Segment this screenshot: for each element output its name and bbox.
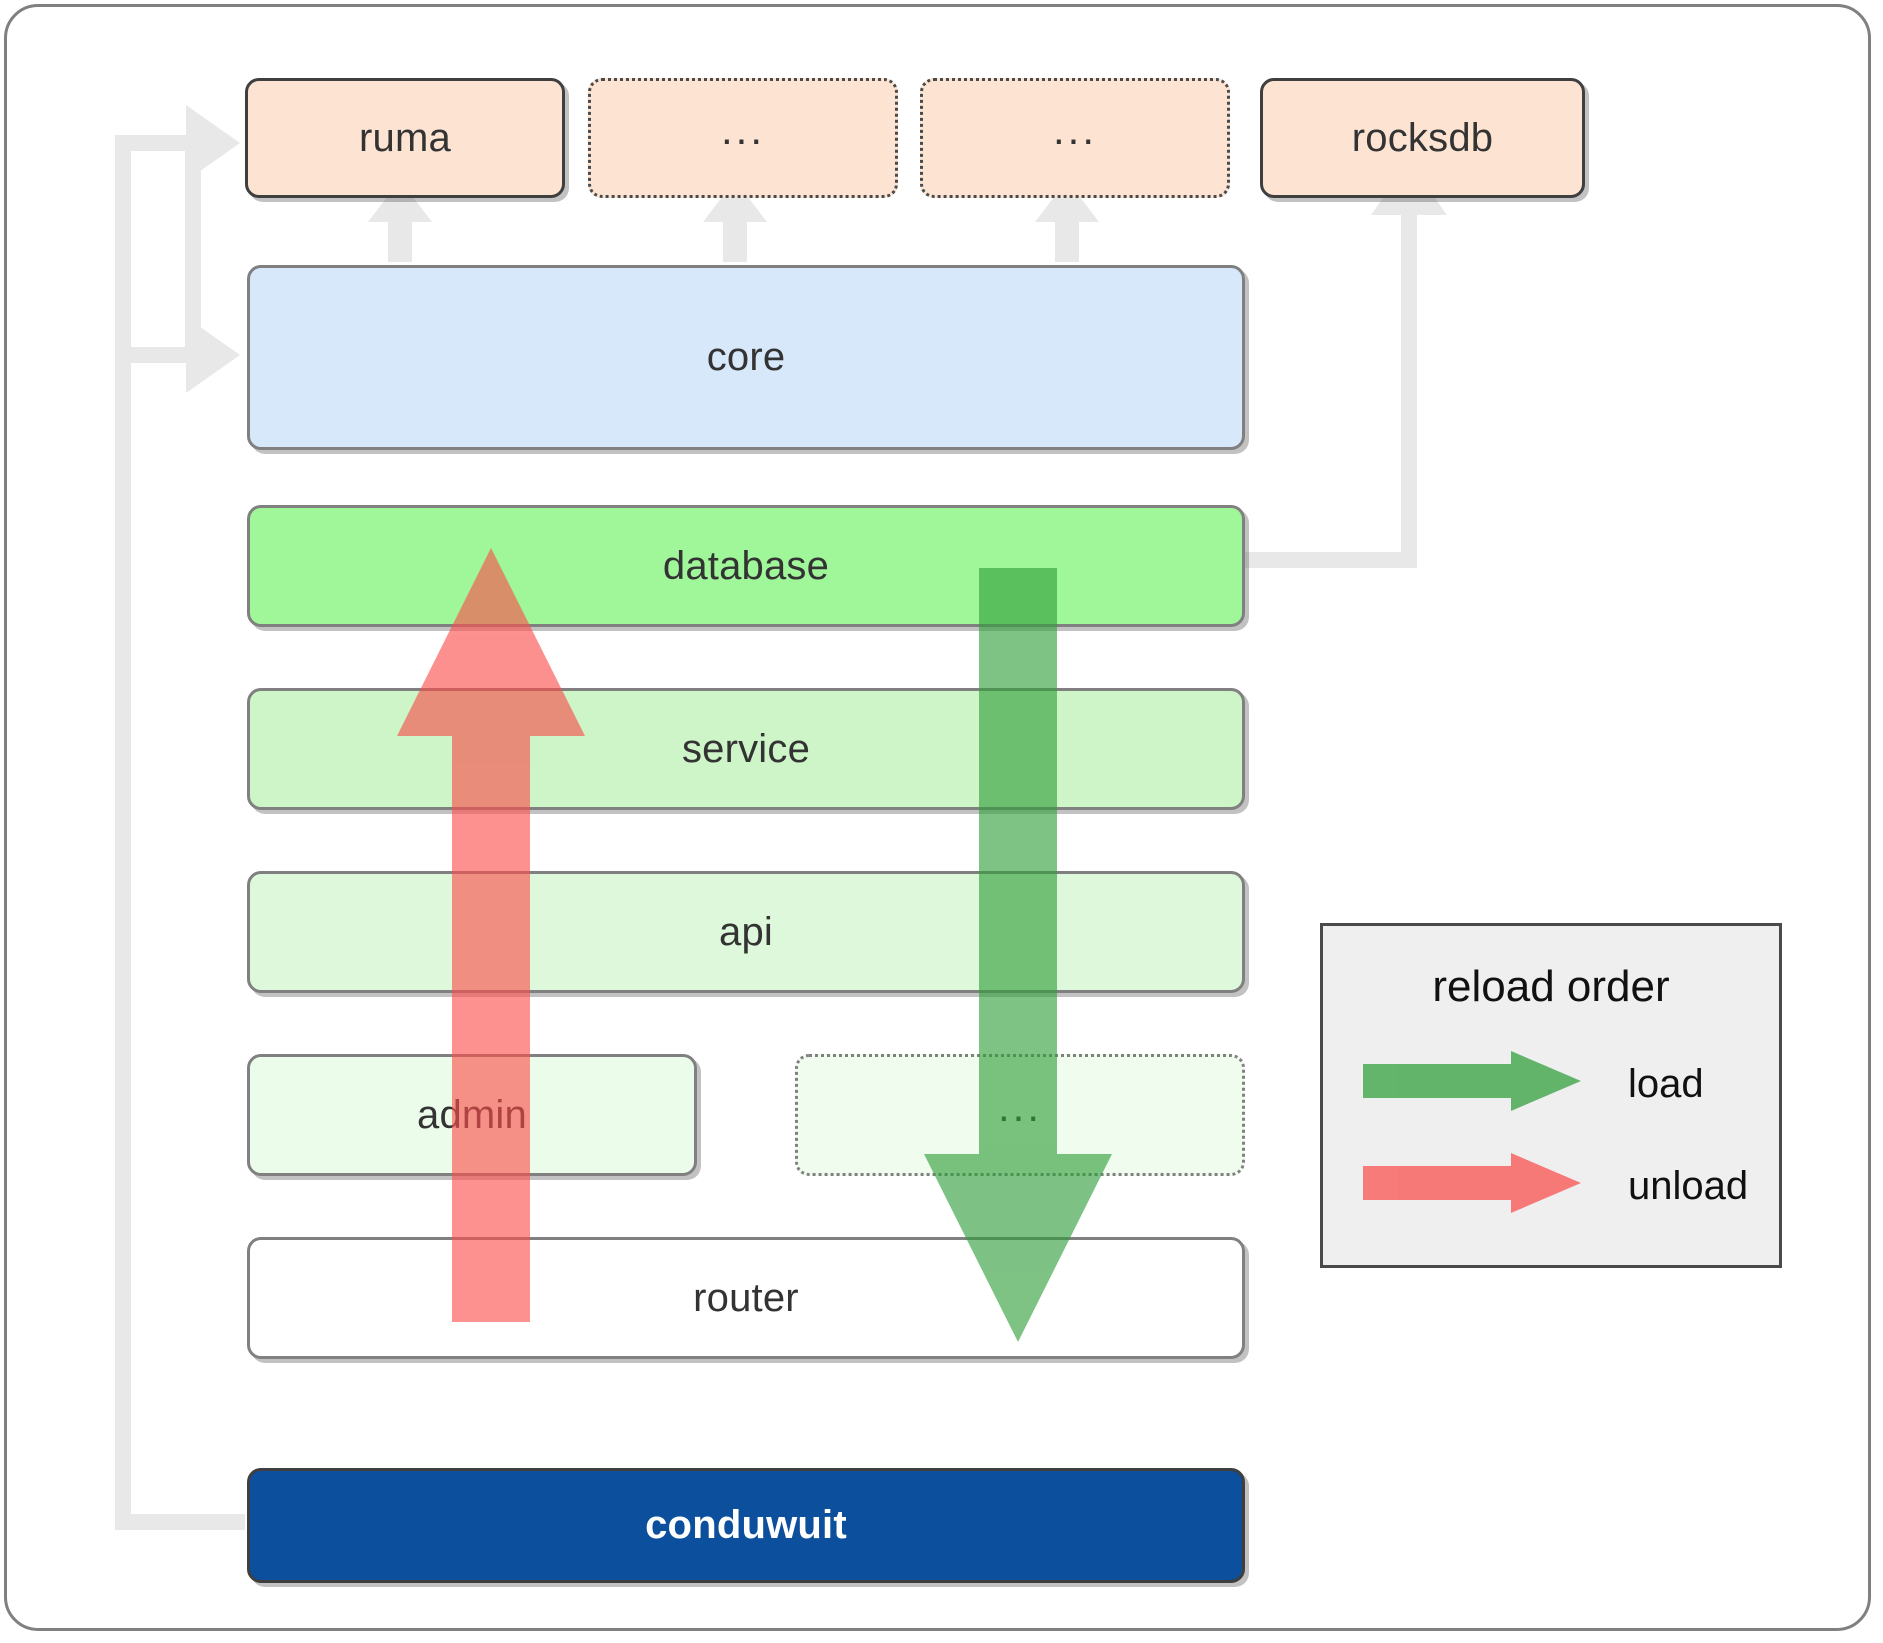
node-ruma-label: ruma: [359, 115, 451, 160]
node-core[interactable]: core: [247, 265, 1245, 450]
node-admin[interactable]: admin: [247, 1054, 697, 1176]
node-top-ellipsis-1-label: ...: [720, 105, 765, 153]
node-conduwuit-label: conduwuit: [645, 1503, 847, 1547]
node-top-ellipsis-1[interactable]: ...: [588, 78, 898, 198]
node-core-label: core: [706, 335, 786, 379]
node-database-label: database: [662, 543, 830, 588]
diagram-frame: [4, 4, 1871, 1631]
legend-title: reload order: [1432, 962, 1670, 1011]
node-admin-label: admin: [417, 1092, 527, 1137]
node-top-ellipsis-2[interactable]: ...: [920, 78, 1230, 198]
node-admin-ellipsis[interactable]: ...: [795, 1054, 1245, 1176]
legend-unload-label: unload: [1628, 1164, 1749, 1208]
legend-arrow-swatches: [1363, 1051, 1581, 1213]
legend-load-label: load: [1628, 1062, 1704, 1106]
node-service-label: service: [681, 726, 811, 771]
legend-box: reload order load unload: [1320, 923, 1782, 1268]
node-rocksdb[interactable]: rocksdb: [1260, 78, 1585, 198]
node-router-label: router: [693, 1275, 799, 1320]
node-service[interactable]: service: [247, 688, 1245, 810]
node-router[interactable]: router: [247, 1237, 1245, 1359]
node-ruma[interactable]: ruma: [245, 78, 565, 198]
node-api[interactable]: api: [247, 871, 1245, 993]
node-top-ellipsis-2-label: ...: [1052, 105, 1097, 153]
node-database[interactable]: database: [247, 505, 1245, 627]
legend-load-swatch: [1363, 1051, 1581, 1111]
node-rocksdb-label: rocksdb: [1351, 115, 1494, 160]
node-admin-ellipsis-label: ...: [997, 1082, 1042, 1130]
legend-unload-swatch: [1363, 1153, 1581, 1213]
node-conduwuit[interactable]: conduwuit: [247, 1468, 1245, 1583]
node-api-label: api: [719, 909, 773, 954]
